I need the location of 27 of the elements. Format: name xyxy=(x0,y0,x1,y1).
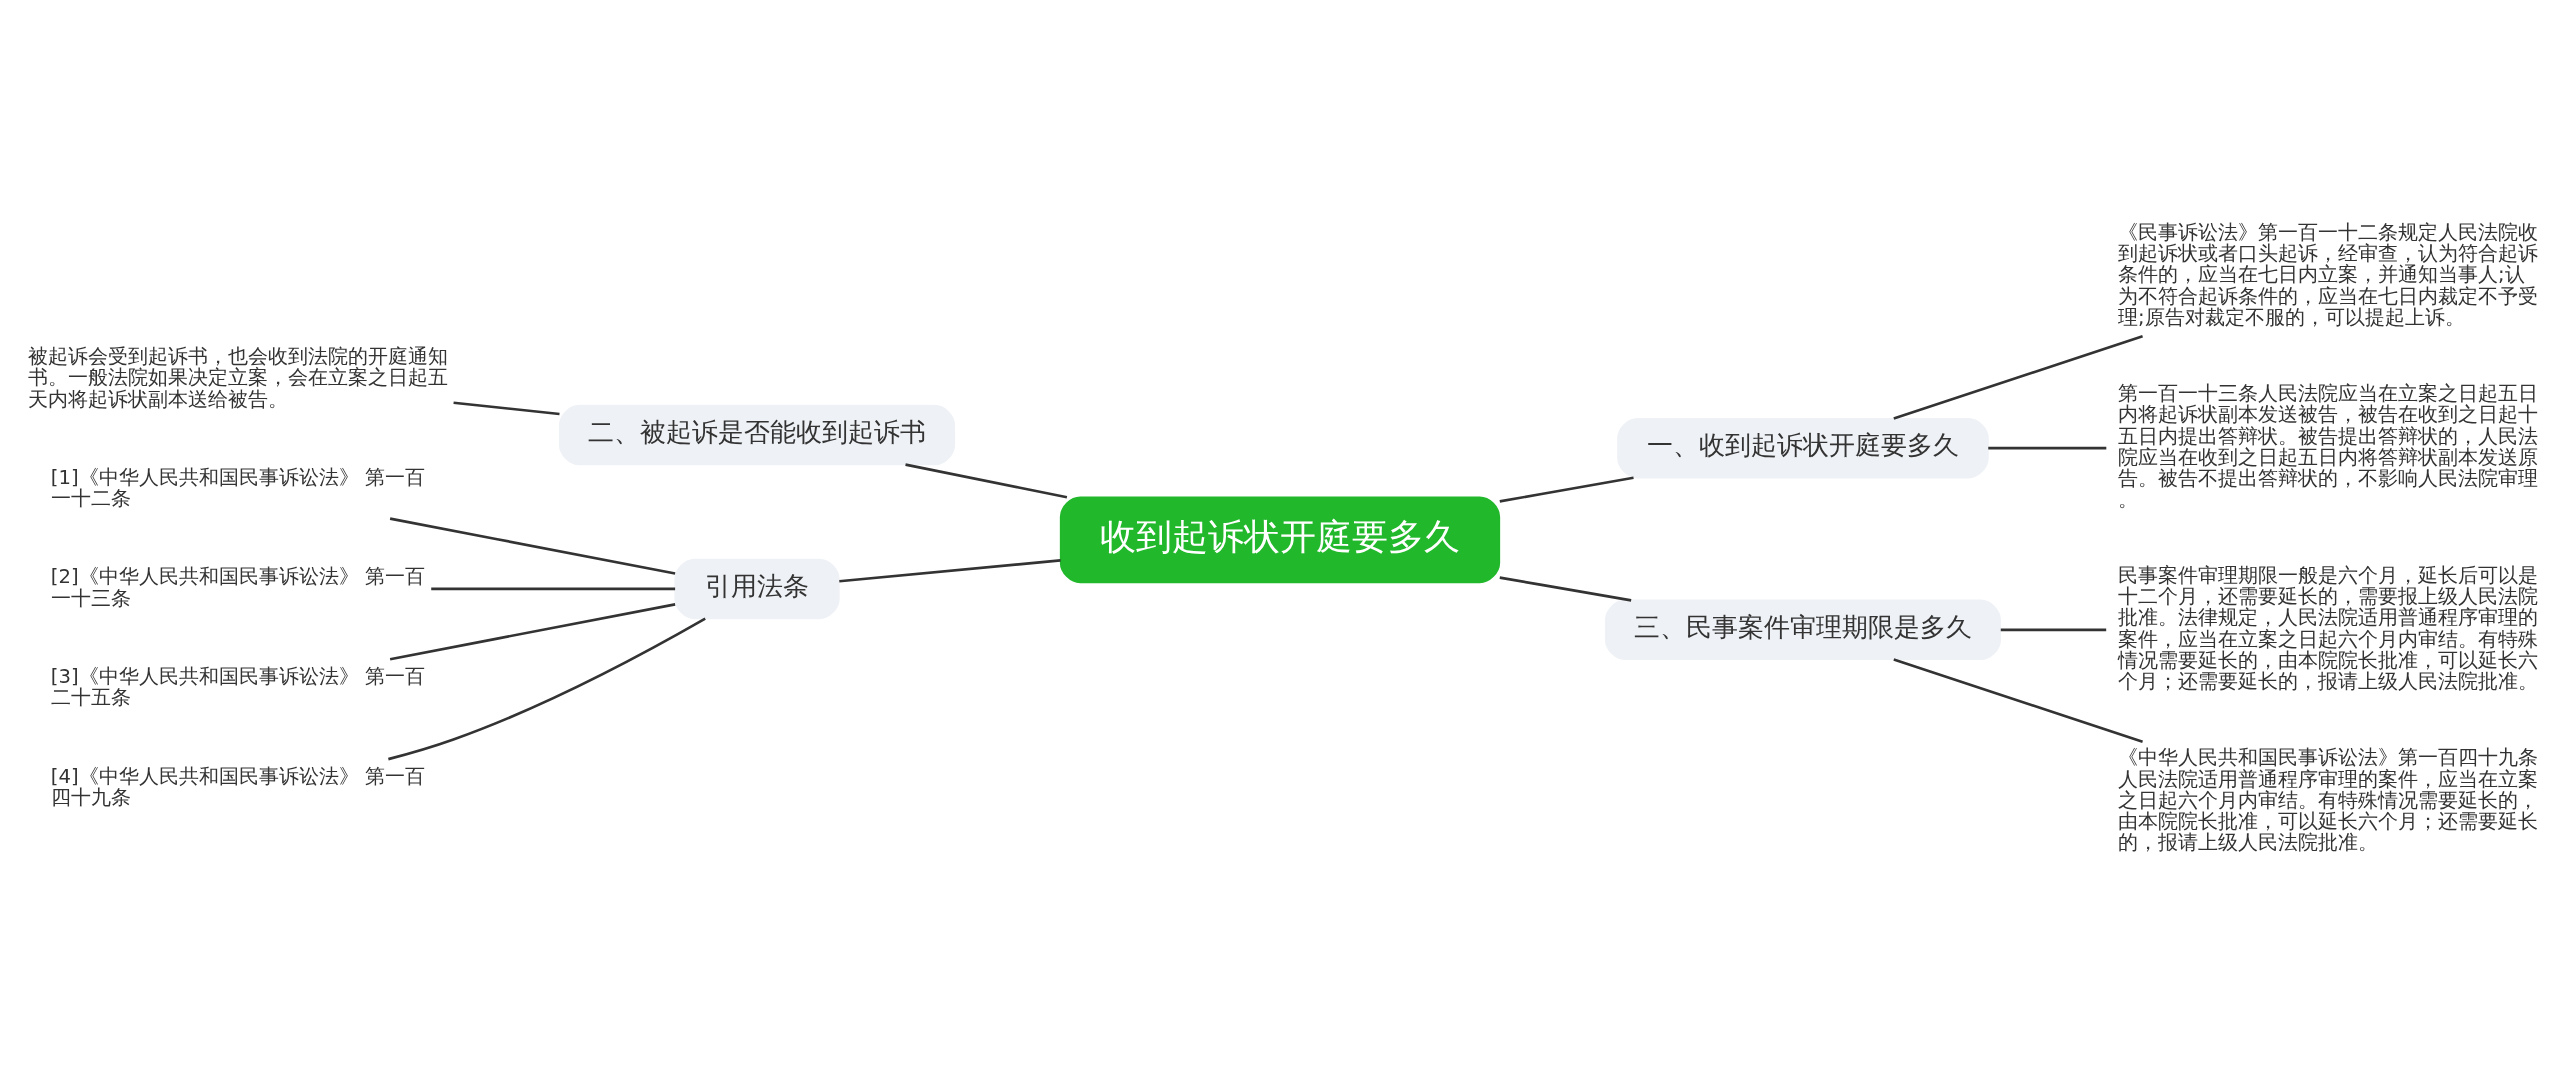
connector xyxy=(1499,475,1634,503)
connector xyxy=(431,587,676,590)
node-text: [2]《中华人民共和国民事诉讼法》 第一百一十三条 xyxy=(50,564,425,610)
connector xyxy=(905,462,1068,498)
node-box: 一、收到起诉状开庭要多久 xyxy=(1617,417,1989,478)
connector xyxy=(453,400,560,415)
node-text: 《中华人民共和国民事诉讼法》第一百四十九条人民法院适用普通程序审理的案件，应当在立案之日起六个月内审结。有特殊情况需要延长的，由本院院长批准，可以延长六个月；还需要延长的，报请上级人民法院批准。 xyxy=(2118,745,2539,854)
connector xyxy=(839,558,1061,583)
connector xyxy=(389,516,676,575)
connector xyxy=(1499,575,1632,602)
node-text: [3]《中华人民共和国民事诉讼法》 第一百二十五条 xyxy=(50,664,425,709)
node-box: 引用法条 xyxy=(674,558,840,619)
node-box: 收到起诉状开庭要多久 xyxy=(1059,495,1501,583)
node-text: [4]《中华人民共和国民事诉讼法》 第一百四十九条 xyxy=(50,764,425,809)
node-box: 二、被起诉是否能收到起诉书 xyxy=(558,404,956,465)
connector xyxy=(388,617,706,760)
connector xyxy=(389,602,676,660)
node-text: 第一百一十三条人民法院应当在立案之日起五日内将起诉状副本发送被告，被告在收到之日起十五日内提出答辩状。被告提出答辩状的，人民法院应当在收到之日起五日内将答辩状副本发送原告。被告不提出答辩状的，不影响人民法院审理。 xyxy=(2118,381,2539,511)
connector xyxy=(2000,628,2107,631)
node-text: 《民事诉讼法》第一百一十二条规定人民法院收到起诉状或者口头起诉，经审查，认为符合起诉条件的，应当在七日内立案，并通知当事人;认为不符合起诉条件的，应当在七日内裁定不予受理;原告对裁定不服的，可以提起上诉。 xyxy=(2118,220,2539,329)
node-text: 被起诉会受到起诉书，也会收到法院的开庭通知书。一般法院如果决定立案，会在立案之日起五天内将起诉状副本送给被告。 xyxy=(27,344,448,411)
node-text: 民事案件审理期限一般是六个月，延长后可以是十二个月，还需要延长的，需要报上级人民法院批准。法律规定，人民法院适用普通程序审理的案件，应当在立案之日起六个月内审结。有特殊情况需要延长的，由本院院长批准，可以延长六个月；还需要延长的，报请上级人民法院批准。 xyxy=(2118,563,2539,693)
connector xyxy=(1893,657,2143,743)
node-box: 三、民事案件审理期限是多久 xyxy=(1604,599,2001,660)
connector xyxy=(1893,334,2143,420)
node-text: [1]《中华人民共和国民事诉讼法》 第一百一十二条 xyxy=(50,465,425,510)
connector xyxy=(1988,446,2107,449)
